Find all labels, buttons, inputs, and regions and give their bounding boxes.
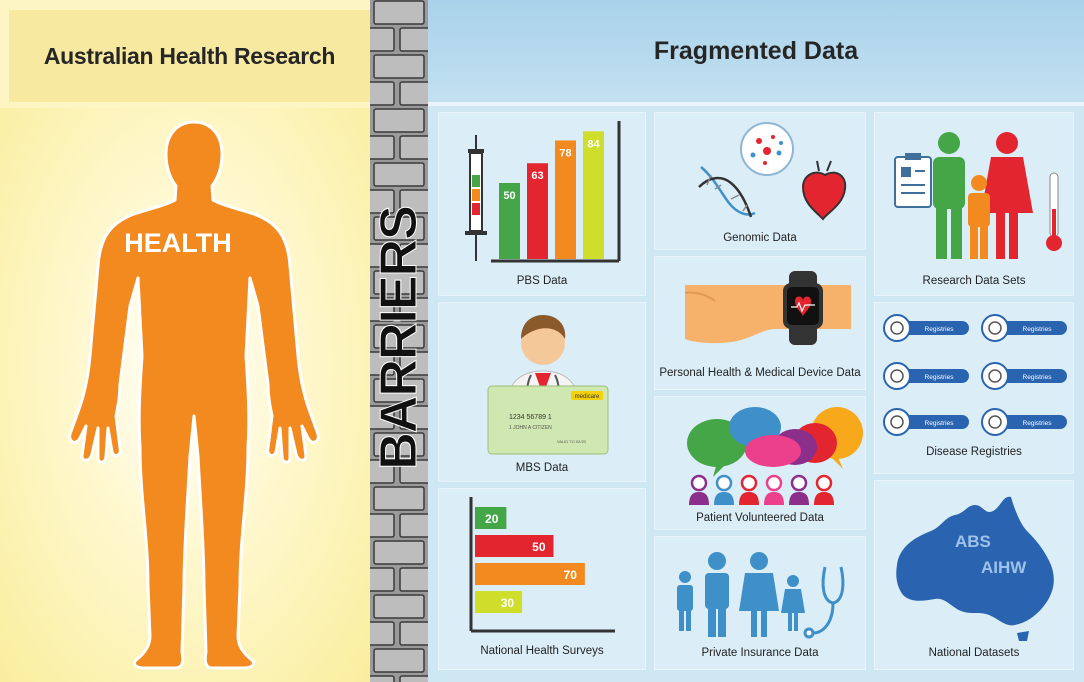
person-icon (814, 474, 834, 505)
left-title: Australian Health Research (43, 42, 336, 69)
pbs-bar-label-3: 84 (587, 138, 600, 150)
survey-bar-label-0: 20 (485, 512, 499, 526)
pbs-bar-2 (555, 140, 576, 259)
person-icon (689, 474, 709, 505)
thermometer-icon (1046, 172, 1062, 251)
smartwatch-icon (684, 271, 851, 345)
card-research-data-sets: Research Data Sets (874, 112, 1074, 296)
pbs-bar-0 (499, 183, 520, 259)
pbs-bar-1 (527, 163, 548, 259)
registry-pill-text: Registries (1023, 326, 1053, 333)
registry-pill-text: Registries (925, 420, 955, 427)
registries-label: Disease Registries (926, 446, 1022, 458)
registry-pill-2: Registries (883, 362, 969, 390)
cell-icon (740, 122, 794, 176)
patient-label: Patient Volunteered Data (696, 512, 824, 524)
survey-bar-label-3: 30 (501, 596, 515, 610)
registry-pill-0: Registries (883, 314, 969, 342)
card-mbs-data: medicare 1234 56789 1 1 JOHN A CITIZEN V… (438, 302, 646, 482)
pbs-label: PBS Data (516, 275, 568, 287)
survey-bar-0 (475, 507, 507, 529)
card-device-data: Personal Health & Medical Device Data (654, 256, 866, 390)
human-figure-icon (68, 120, 320, 670)
stethoscope-icon (803, 566, 845, 639)
registry-pill-5: Registries (981, 408, 1067, 436)
survey-bar-3 (475, 591, 523, 613)
brick-wall (370, 0, 428, 682)
card-national-health-surveys: 20 50 70 30 National Health Surveys (438, 488, 646, 670)
right-header: Fragmented Data (428, 0, 1084, 106)
person-icon (739, 474, 759, 505)
registry-pill-text: Registries (1023, 420, 1053, 427)
research-label: Research Data Sets (922, 275, 1026, 287)
pbs-chart: 50 63 78 84 (465, 121, 621, 263)
insurance-label: Private Insurance Data (701, 647, 819, 659)
person-icon (714, 474, 734, 505)
registry-pill-text: Registries (1023, 374, 1053, 381)
australia-map-icon: ABS AIHW (896, 496, 1054, 641)
pbs-bar-3 (583, 131, 604, 259)
medicare-number: 1234 56789 1 (509, 414, 552, 421)
card-national-datasets: ABS AIHW National Datasets (874, 480, 1074, 670)
registry-pill-1: Registries (981, 314, 1067, 342)
barriers-label-wrap: BARRIERS (370, 205, 429, 470)
registry-pill-text: Registries (925, 326, 955, 333)
registry-pill-text: Registries (925, 374, 955, 381)
survey-bar-label-2: 70 (564, 568, 578, 582)
clipboard-icon (894, 153, 932, 208)
card-pbs-data: 50 63 78 84 PBS Data (438, 112, 646, 296)
medicare-name: 1 JOHN A CITIZEN (509, 425, 552, 431)
surveys-chart: 20 50 70 30 (469, 497, 615, 633)
medicare-card: medicare 1234 56789 1 1 JOHN A CITIZEN V… (487, 385, 609, 455)
brick-pattern (370, 0, 428, 682)
mbs-label: MBS Data (515, 462, 569, 474)
pbs-bar-label-2: 78 (559, 147, 571, 159)
map-label-aihw: AIHW (981, 558, 1027, 577)
right-title: Fragmented Data (653, 36, 859, 65)
dna-icon (698, 166, 756, 218)
heart-organ-icon (801, 160, 847, 221)
research-family-icon (894, 132, 1062, 259)
surveys-label: National Health Surveys (480, 645, 604, 657)
genomic-icons (698, 122, 847, 221)
family-stethoscope-icon (677, 552, 845, 639)
registry-pill-3: Registries (981, 362, 1067, 390)
person-icon (764, 474, 784, 505)
left-header: Australian Health Research (9, 10, 370, 102)
syringe-icon (465, 135, 487, 261)
device-label: Personal Health & Medical Device Data (659, 367, 861, 379)
card-genomic-data: Genomic Data (654, 112, 866, 250)
survey-bar-2 (475, 563, 585, 585)
pbs-bar-label-0: 50 (503, 190, 515, 202)
national-label: National Datasets (928, 647, 1020, 659)
speech-bubbles-icon (687, 407, 863, 505)
card-private-insurance-data: Private Insurance Data (654, 536, 866, 670)
card-patient-volunteered-data: Patient Volunteered Data (654, 396, 866, 530)
medicare-brand: medicare (575, 394, 600, 400)
barriers-label: BARRIERS (370, 205, 429, 470)
registry-pill-4: Registries (883, 408, 969, 436)
genomic-label: Genomic Data (723, 232, 797, 244)
survey-bar-1 (475, 535, 554, 557)
left-panel: Australian Health Research HEALTH (0, 0, 370, 682)
map-label-abs: ABS (955, 532, 991, 551)
pbs-bar-label-1: 63 (531, 170, 543, 182)
health-label: HEALTH (124, 228, 232, 258)
person-icon (789, 474, 809, 505)
right-panel: Fragmented Data 50 63 78 84 (428, 0, 1084, 682)
survey-bar-label-1: 50 (532, 540, 546, 554)
medicare-valid: VALID TO 02/20 (557, 439, 587, 444)
